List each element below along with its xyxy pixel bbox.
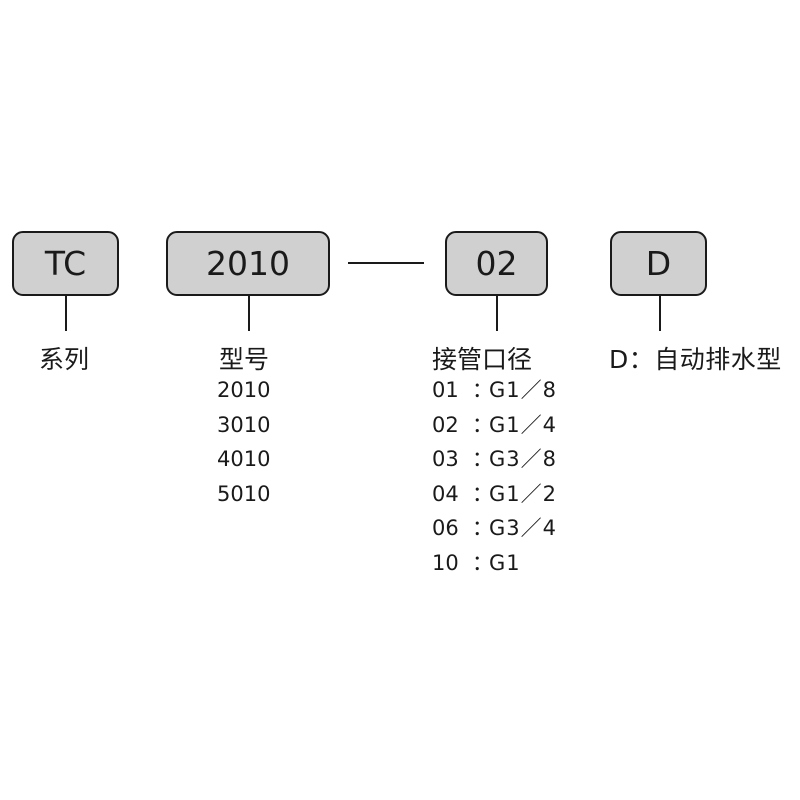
model-option: 5010 xyxy=(217,481,271,506)
series-heading: 系列 xyxy=(39,345,90,374)
drain-connector-line xyxy=(659,296,661,331)
model-option: 2010 xyxy=(217,378,271,402)
port-option-code: 06 xyxy=(432,516,459,540)
port-heading: 接管口径 xyxy=(432,345,533,374)
model-code: 2010 xyxy=(206,244,290,283)
model-heading: 型号 xyxy=(219,345,270,374)
series-connector-line xyxy=(65,296,67,331)
series-code: TC xyxy=(44,244,87,283)
series-code-box: TC xyxy=(12,231,119,296)
model-connector-line xyxy=(248,296,250,331)
model-option: 4010 xyxy=(217,447,271,471)
port-connector-line xyxy=(496,296,498,331)
port-option-size: G1／4 xyxy=(489,412,557,437)
port-code: 02 xyxy=(475,244,518,283)
port-option-code: 02 xyxy=(432,412,459,437)
port-option-size: G3／4 xyxy=(489,516,557,540)
dash-separator xyxy=(348,262,424,264)
port-option: 01 ：G1／8 xyxy=(432,373,557,408)
port-option-code: 04 xyxy=(432,481,459,506)
port-option: 04 ：G1／2 xyxy=(432,477,557,512)
port-option-separator: ： xyxy=(472,378,493,402)
port-option: 06 ：G3／4 xyxy=(432,511,557,546)
port-option-separator: ： xyxy=(472,447,493,471)
port-option-size: G1／8 xyxy=(489,378,557,402)
port-code-box: 02 xyxy=(445,231,548,296)
drain-code: D xyxy=(645,244,672,283)
port-option: 10 ：G1 xyxy=(432,546,557,581)
model-code-box: 2010 xyxy=(166,231,330,296)
port-option-separator: ： xyxy=(472,516,493,540)
port-option-separator: ： xyxy=(472,550,493,575)
port-option-code: 10 xyxy=(432,550,459,575)
port-option-separator: ： xyxy=(472,412,493,437)
port-option: 03 ：G3／8 xyxy=(432,442,557,477)
drain-heading: D：自动排水型 xyxy=(609,345,782,374)
drain-code-box: D xyxy=(610,231,707,296)
model-options-list: 2010 3010 4010 5010 xyxy=(217,373,270,511)
port-options-list: 01：G1／8 02：G1／4 03：G3／8 04：G1／2 06：G3／4 … xyxy=(432,373,557,580)
port-option-code: 01 xyxy=(432,378,459,402)
port-option-size: G1／2 xyxy=(489,481,557,506)
port-option-separator: ： xyxy=(472,481,493,506)
port-option: 02 ：G1／4 xyxy=(432,408,557,443)
port-option-size: G3／8 xyxy=(489,447,557,471)
model-option: 3010 xyxy=(217,412,271,437)
port-option-size: G1 xyxy=(489,550,521,575)
port-option-code: 03 xyxy=(432,447,459,471)
